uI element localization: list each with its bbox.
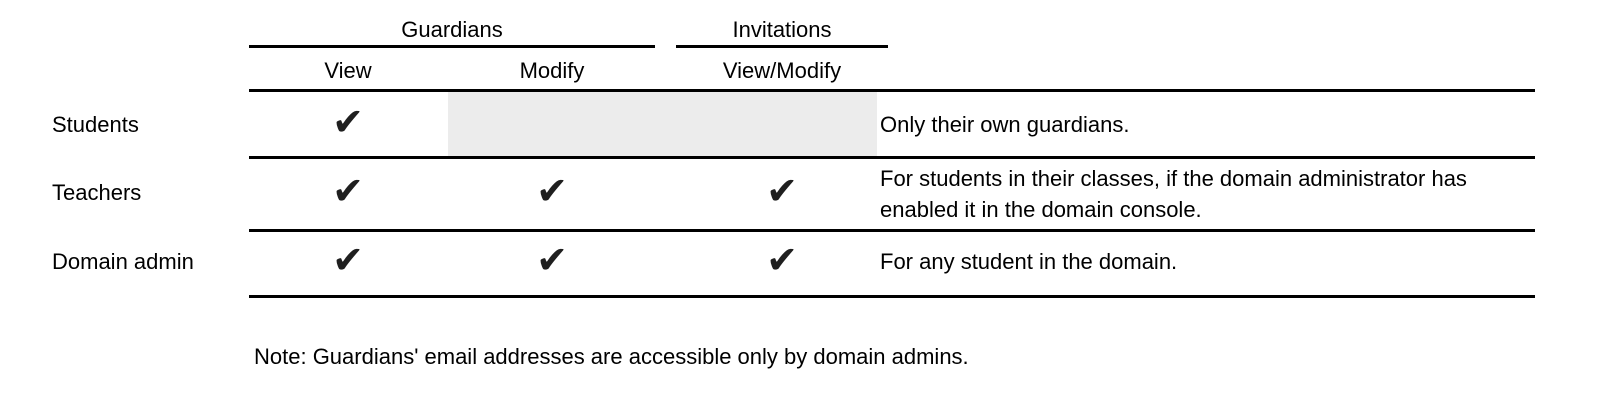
row-label-teachers: Teachers [52,180,142,205]
domain-admin-invitations-check-icon: ✔ [766,238,798,282]
row-label-domain-admin: Domain admin [52,249,194,274]
footnote: Note: Guardians' email addresses are acc… [254,344,969,369]
header-divider [249,89,1535,92]
guardians-underline [249,45,655,48]
teachers-guardians-modify-check-icon: ✔ [536,169,568,213]
column-group-guardians: Guardians [401,17,503,42]
row-label-students: Students [52,112,139,137]
invitations-underline [676,45,888,48]
column-header-modify: Modify [519,58,585,83]
domain-admin-row-divider [249,295,1535,298]
domain-admin-note: For any student in the domain. [880,249,1178,274]
domain-admin-guardians-modify-check-icon: ✔ [536,238,568,282]
students-note: Only their own guardians. [880,112,1130,137]
teachers-note: For students in their classes, if the do… [880,166,1467,222]
domain-admin-guardians-view-check-icon: ✔ [332,238,364,282]
teachers-invitations-check-icon: ✔ [766,169,798,213]
column-group-invitations: Invitations [732,17,832,42]
teachers-guardians-view-check-icon: ✔ [332,169,364,213]
students-disabled-cells-shade [448,92,877,156]
column-header-view-modify: View/Modify [722,58,842,83]
students-guardians-view-check-icon: ✔ [332,100,364,144]
column-header-view: View [324,58,372,83]
teachers-row-divider [249,229,1535,232]
students-row-divider [249,156,1535,159]
